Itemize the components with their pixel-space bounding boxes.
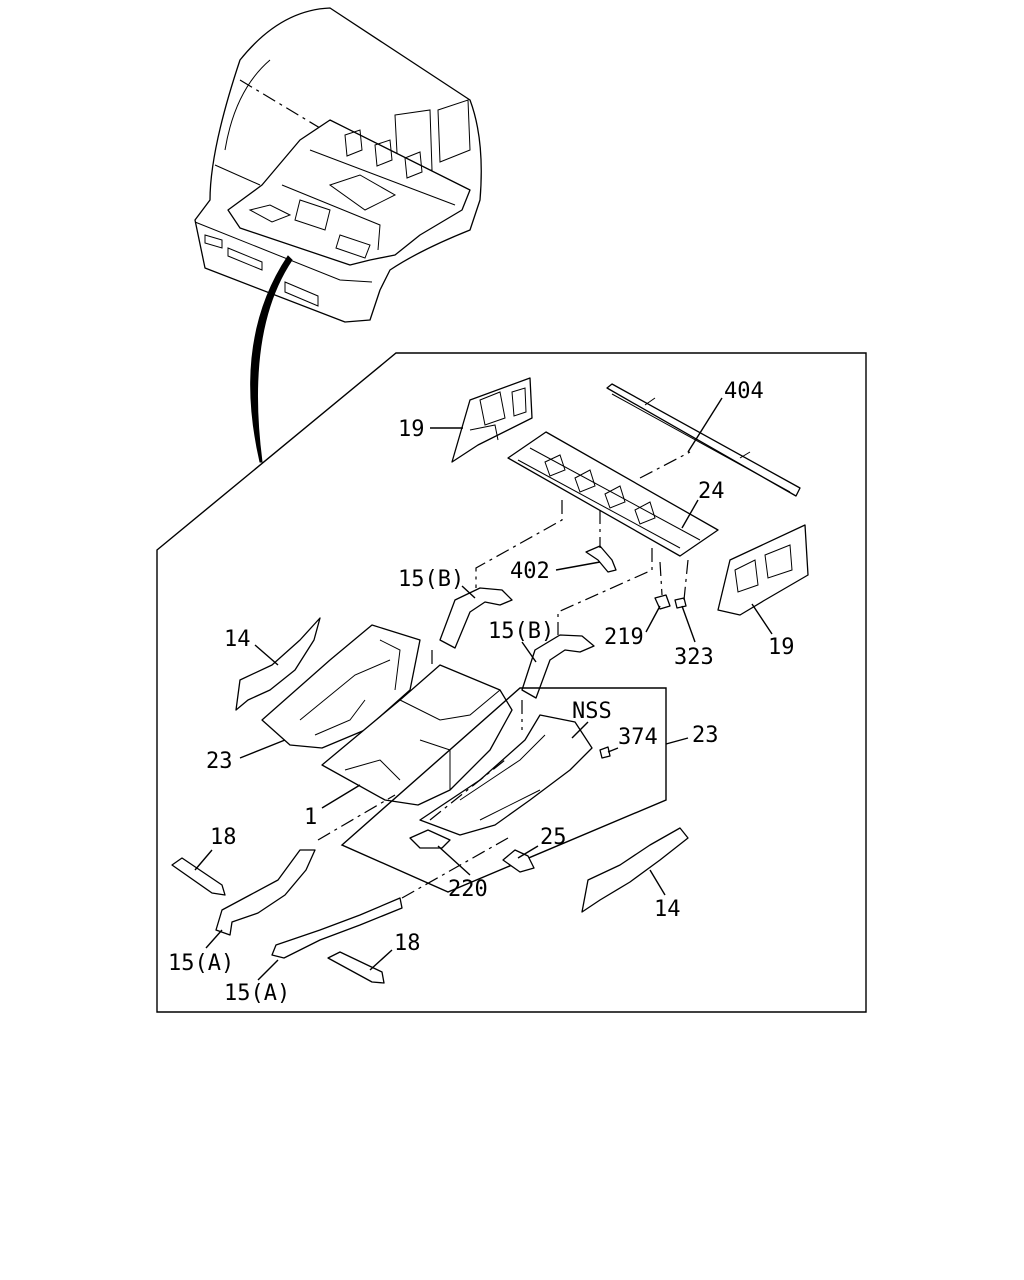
indicator-arrow [250,255,293,463]
part-19-top [451,377,533,463]
label-18-left: 18 [210,825,237,850]
part-15b-right [521,634,595,699]
part-15a-bottom [271,897,403,959]
label-23-right: 23 [692,723,719,748]
part-402 [585,545,617,573]
connector-24-15b-left [475,500,563,588]
connector-1-15a-mid [429,759,506,821]
part-404 [606,383,801,497]
part-323 [674,597,687,609]
label-219: 219 [604,625,644,650]
connector-404-24 [639,451,691,479]
detail-frame [156,352,867,1013]
part-14-right [581,827,689,913]
label-nss: NSS [572,699,612,724]
label-15a-left: 15(A) [168,951,234,976]
connector-24-219 [659,561,663,596]
part-18-bottom [327,951,385,984]
label-14-left: 14 [224,627,251,652]
label-15b-left: 15(B) [398,567,464,592]
callout-labels: 404 19 24 402 15(B) 15(B) 219 323 19 14 … [168,379,795,1006]
label-15a-bottom: 15(A) [224,981,290,1006]
part-18-left [171,857,226,896]
label-19-top: 19 [398,417,425,442]
connector-1-15a-bottom [401,837,509,899]
part-374 [599,746,611,759]
label-14-right: 14 [654,897,681,922]
label-19-right: 19 [768,635,795,660]
label-374: 374 [618,725,658,750]
label-404: 404 [724,379,764,404]
part-15a-left [215,849,316,936]
label-23-left: 23 [206,749,233,774]
label-323: 323 [674,645,714,670]
part-24 [507,431,719,557]
cab-overview [194,7,482,323]
connector-24-323 [683,559,689,601]
label-15b-right: 15(B) [488,619,554,644]
part-19-right [717,524,809,616]
label-402: 402 [510,559,550,584]
part-23-left [261,624,421,749]
label-1: 1 [304,805,317,830]
connector-24-15b-right [557,548,653,635]
label-25: 25 [540,825,567,850]
part-14-left [235,617,321,711]
part-220 [409,829,451,849]
label-220: 220 [448,877,488,902]
connector-1-15a [317,794,396,841]
part-23-right [419,714,593,836]
part-25 [502,849,535,873]
part-219 [654,594,671,610]
label-24: 24 [698,479,725,504]
leader-lines [194,397,773,981]
label-18-bottom: 18 [394,931,421,956]
part-15b-left [439,587,513,649]
